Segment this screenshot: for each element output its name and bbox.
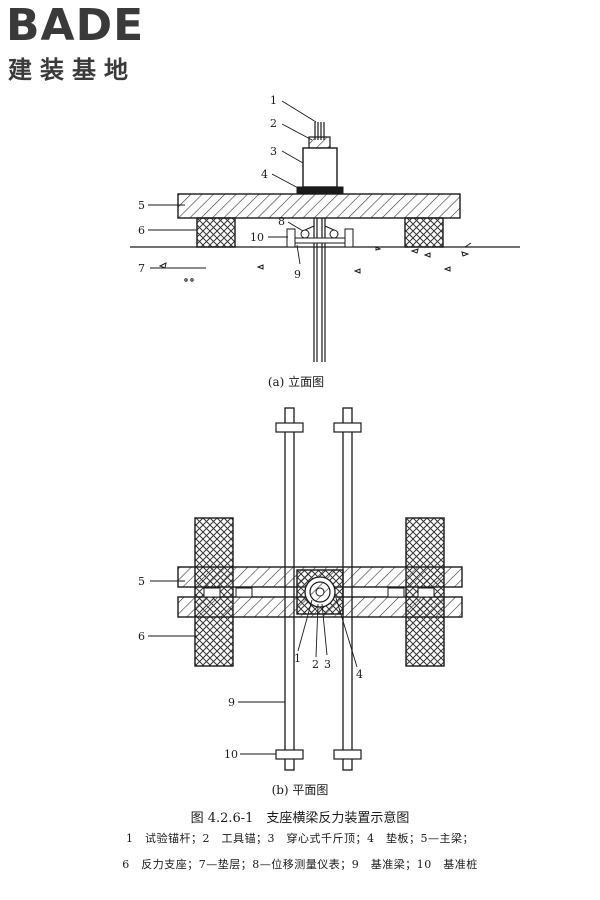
displacement-gauges — [300, 225, 339, 239]
figure-title: 图 4.2.6-1 支座横梁反力装置示意图 — [190, 811, 410, 826]
reference-beam — [287, 237, 353, 244]
reference-piles — [275, 422, 362, 760]
plan-caption: (b) 平面图 — [272, 783, 329, 797]
elev-label-10: 10 — [250, 231, 264, 244]
plan-label-5: 5 — [138, 575, 145, 588]
elev-label-8: 8 — [278, 215, 285, 228]
plan-label-3: 3 — [324, 658, 331, 671]
elev-label-6: 6 — [138, 224, 145, 237]
elevation-caption: (a) 立面图 — [268, 374, 324, 389]
elevation-labels: 1 2 3 4 5 6 7 8 9 10 — [138, 94, 301, 281]
bearing-plate — [296, 186, 344, 194]
reaction-support-right — [404, 217, 444, 248]
logo: BADE 建装基地 — [6, 2, 206, 92]
tool-anchor — [308, 136, 331, 149]
reaction-support-left — [196, 217, 236, 248]
ground-gravel — [158, 242, 472, 282]
plan-label-1: 1 — [294, 652, 301, 665]
plan-leader-lines — [148, 580, 358, 755]
plan-label-4: 4 — [356, 668, 363, 681]
elev-label-5: 5 — [138, 199, 145, 212]
figure-legend-line-1: 1 试验锚杆；2 工具锚；3 穿心式千斤顶；4 垫板；5—主梁； — [126, 832, 474, 845]
elev-label-3: 3 — [270, 145, 277, 158]
plan-label-9: 9 — [228, 696, 235, 709]
reference-pile-right — [344, 228, 354, 248]
reference-pile-tr — [333, 422, 362, 433]
elev-label-7: 7 — [138, 262, 145, 275]
plan-label-2: 2 — [312, 658, 319, 671]
reference-pile-bl — [275, 749, 304, 760]
figure-legend-line-2: 6 反力支座；7—垫层；8—位移测量仪表；9 基准梁；10 基准桩 — [122, 858, 478, 871]
center-hole-jack — [302, 147, 338, 188]
elev-label-9: 9 — [294, 268, 301, 281]
reference-pile-tl — [275, 422, 304, 433]
logo-text: BADE — [6, 0, 145, 51]
plan-view: 5 6 1 2 3 4 9 10 (b) 平面图 — [138, 407, 463, 797]
elev-label-1: 1 — [270, 94, 277, 107]
plan-labels: 5 6 1 2 3 4 9 10 — [138, 575, 363, 761]
main-beam — [177, 193, 461, 219]
elevation-view: 1 2 3 4 5 6 7 8 9 10 (a) 立面图 — [130, 94, 520, 389]
reference-beam-right — [342, 407, 353, 771]
elev-label-4: 4 — [261, 168, 268, 181]
logo-subtitle: 建装基地 — [8, 56, 136, 84]
beam-slots — [203, 587, 435, 598]
plan-label-6: 6 — [138, 630, 145, 643]
reference-beam-left — [284, 407, 295, 771]
elevation-leader-lines — [148, 100, 317, 269]
plan-anchor-rod — [315, 587, 325, 597]
reference-pile-left — [286, 228, 296, 248]
reference-pile-br — [333, 749, 362, 760]
elev-label-2: 2 — [270, 117, 277, 130]
plan-label-10: 10 — [224, 748, 238, 761]
